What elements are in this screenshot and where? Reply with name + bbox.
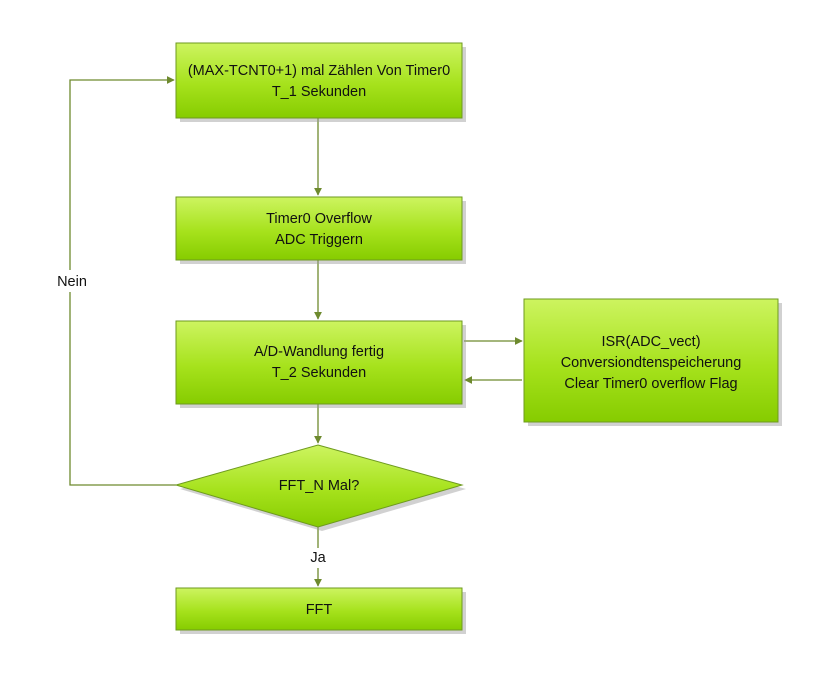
node-isr-line3: Clear Timer0 overflow Flag [564, 376, 737, 392]
node-conversion-line2: T_2 Sekunden [272, 365, 366, 381]
node-isr-line1: ISR(ADC_vect) [601, 334, 700, 350]
no-label-background [50, 270, 94, 292]
node-decision-diamond [174, 444, 464, 528]
node-fft: FFT [175, 587, 466, 634]
node-decision: FFT_N Mal? [174, 444, 466, 531]
node-count-box [175, 42, 463, 119]
node-overflow-box [175, 196, 463, 261]
edge-label-no: Nein [57, 274, 87, 290]
node-overflow-line2: ADC Triggern [275, 232, 363, 248]
node-isr-line2: Conversiondtenspeicherung [561, 355, 742, 371]
node-count-line1: (MAX-TCNT0+1) mal Zählen Von Timer0 [188, 63, 450, 79]
node-conversion-line1: A/D-Wandlung fertig [254, 344, 384, 360]
node-isr-box [523, 298, 779, 423]
node-decision-label: FFT_N Mal? [279, 478, 360, 494]
node-conversion: A/D-Wandlung fertig T_2 Sekunden [175, 320, 466, 408]
edge-label-yes: Ja [310, 550, 326, 566]
node-isr: ISR(ADC_vect) Conversiondtenspeicherung … [523, 298, 782, 426]
node-conversion-box [175, 320, 463, 405]
node-count-line2: T_1 Sekunden [272, 84, 366, 100]
node-count: (MAX-TCNT0+1) mal Zählen Von Timer0 T_1 … [175, 42, 466, 122]
node-overflow-line1: Timer0 Overflow [266, 211, 372, 227]
node-overflow: Timer0 Overflow ADC Triggern [175, 196, 466, 264]
node-fft-label: FFT [306, 602, 333, 618]
node-fft-box [175, 587, 463, 631]
